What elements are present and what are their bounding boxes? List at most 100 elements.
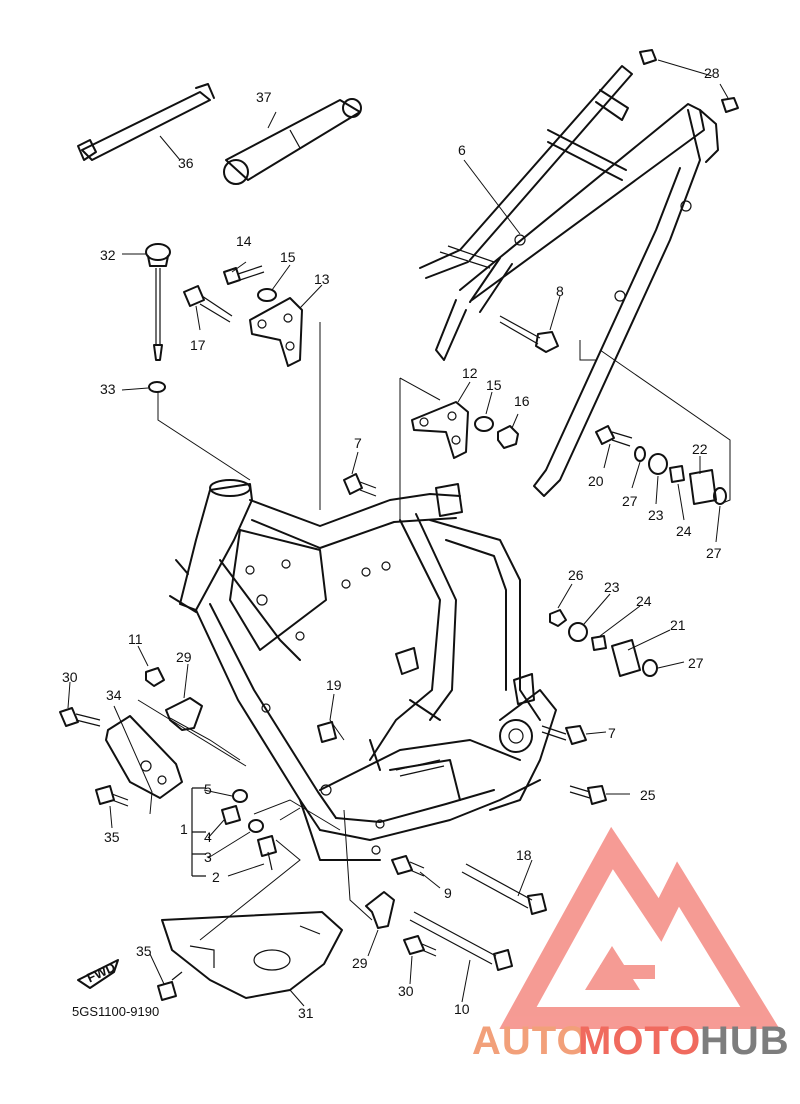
label-29-upper: 29 (176, 649, 192, 665)
o-ring-33 (148, 381, 166, 393)
label-2: 2 (212, 869, 220, 885)
label-27b: 27 (706, 545, 722, 561)
bolt-7-lower (541, 725, 587, 745)
collar-23b (568, 622, 588, 642)
watermark-hub: HUB (700, 1019, 790, 1063)
skid-plate-31 (161, 911, 343, 999)
label-6: 6 (458, 142, 466, 158)
label-9: 9 (444, 885, 452, 901)
label-16: 16 (514, 393, 530, 409)
label-24b: 24 (636, 593, 652, 609)
bolt-14 (223, 265, 265, 285)
bolt-17 (183, 285, 233, 323)
label-30-lower: 30 (398, 983, 414, 999)
bolt-35-lower (157, 971, 183, 1001)
label-29-lower: 29 (352, 955, 368, 971)
rear-bolt-20 (595, 425, 633, 447)
damper-21 (611, 639, 641, 677)
watermark-moto: MOTO (578, 1019, 701, 1063)
nut-11 (145, 667, 165, 687)
watermark-brand: AUTO MOTO HUB (472, 1019, 790, 1063)
collar-23a (648, 453, 668, 475)
label-34: 34 (106, 687, 122, 703)
label-27a: 27 (622, 493, 638, 509)
washer-15b (474, 416, 494, 432)
label-27c: 27 (688, 655, 704, 671)
engine-bolt-10 (409, 911, 513, 971)
label-20: 20 (588, 473, 604, 489)
damper-22 (689, 469, 717, 505)
label-14: 14 (236, 233, 252, 249)
label-30-upper: 30 (62, 669, 78, 685)
collar-24a (669, 465, 685, 483)
washer-27a (634, 446, 646, 462)
label-35-lower: 35 (136, 943, 152, 959)
nut-16 (497, 425, 519, 449)
label-23b: 23 (604, 579, 620, 595)
pivot-shaft-18 (461, 863, 547, 915)
label-33: 33 (100, 381, 116, 397)
label-1: 1 (180, 821, 188, 837)
oil-level-gauge (145, 243, 171, 361)
label-31: 31 (298, 1005, 314, 1021)
bolt-25 (569, 785, 607, 805)
bolt-35-upper (95, 785, 129, 807)
cap-28b (721, 97, 739, 113)
nut-26 (549, 609, 567, 627)
bolt-4 (221, 805, 241, 825)
label-26: 26 (568, 567, 584, 583)
label-28: 28 (704, 65, 720, 81)
bolt-2 (257, 835, 277, 871)
watermark-auto: AUTO (472, 1019, 589, 1063)
label-22: 22 (692, 441, 708, 457)
main-frame (169, 479, 557, 861)
diagram-code: 5GS1100-9190 (72, 1004, 159, 1019)
label-10: 10 (454, 1001, 470, 1017)
box-wrench-tool (223, 98, 362, 185)
label-11: 11 (128, 631, 143, 647)
washer-3 (248, 819, 264, 833)
washer-27c (642, 659, 658, 677)
label-13: 13 (314, 271, 330, 287)
label-36: 36 (178, 155, 194, 171)
label-35-upper: 35 (104, 829, 120, 845)
watermark-logo (499, 826, 780, 1029)
label-18: 18 (516, 847, 532, 863)
engine-bracket-12 (411, 401, 469, 459)
label-7-upper: 7 (354, 435, 362, 451)
label-3: 3 (204, 849, 212, 865)
label-4: 4 (204, 829, 212, 845)
bolt-30-lower (403, 935, 437, 957)
spanner-tool (77, 83, 215, 161)
label-19: 19 (326, 677, 342, 693)
bolt-7-upper (343, 473, 377, 497)
collar-24b (591, 635, 607, 651)
engine-bracket-13 (249, 297, 303, 367)
leader-lines (67, 59, 729, 1007)
label-24a: 24 (676, 523, 692, 539)
washer-5 (232, 789, 248, 803)
bracket-29-lower (365, 891, 395, 929)
bolt-30-upper (59, 707, 101, 727)
label-7-lower: 7 (608, 725, 616, 741)
callout-labels: 1 2 3 4 5 6 7 7 8 9 10 11 12 13 14 15 15… (62, 65, 722, 1021)
protector-34 (105, 715, 183, 799)
label-15a: 15 (280, 249, 296, 265)
label-37: 37 (256, 89, 272, 105)
label-21: 21 (670, 617, 686, 633)
label-32: 32 (100, 247, 116, 263)
bolt-9 (391, 855, 425, 877)
washer-15 (257, 288, 277, 302)
label-23a: 23 (648, 507, 664, 523)
fwd-arrow-icon: FWD (77, 959, 119, 989)
cap-28a (639, 49, 657, 65)
label-25: 25 (640, 787, 656, 803)
rear-frame (419, 65, 719, 497)
bolt-8 (499, 315, 559, 353)
label-12: 12 (462, 365, 478, 381)
label-8: 8 (556, 283, 564, 299)
collar-19 (317, 721, 337, 743)
label-17: 17 (190, 337, 206, 353)
label-5: 5 (204, 781, 212, 797)
